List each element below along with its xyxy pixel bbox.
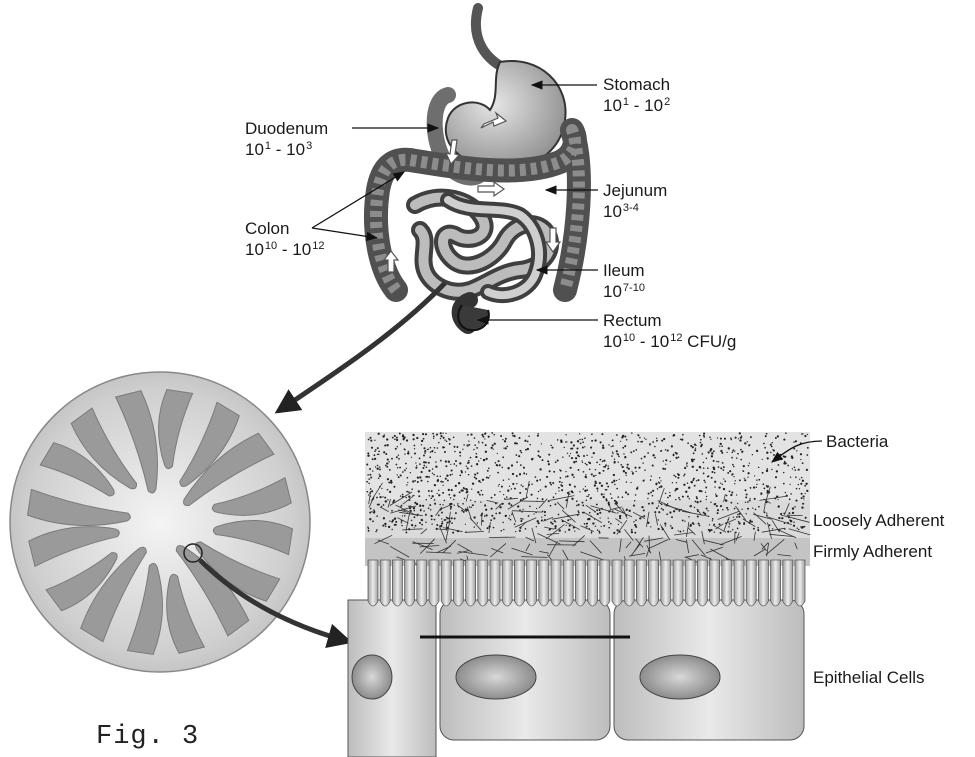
microvillus <box>649 560 659 606</box>
microvillus <box>392 560 402 606</box>
microvillus <box>514 560 524 606</box>
microvillus <box>429 560 439 606</box>
microvillus <box>722 560 732 606</box>
microvillus <box>710 560 720 606</box>
microvillus <box>466 560 476 606</box>
microvillus <box>783 560 793 606</box>
label-stomach: Stomach 101 - 102 <box>603 74 670 119</box>
microvillus <box>405 560 415 606</box>
microvillus <box>624 560 634 606</box>
label-duodenum: Duodenum 101 - 103 <box>245 118 328 163</box>
microvillus <box>502 560 512 606</box>
intestine-cross-section <box>10 372 310 672</box>
label-jejunum: Jejunum 103-4 <box>603 180 667 225</box>
label-loosely-adherent: Loosely Adherent <box>813 510 944 531</box>
microvillus <box>575 560 585 606</box>
microvillus <box>746 560 756 606</box>
microvillus <box>368 560 378 606</box>
microvillus <box>417 560 427 606</box>
microvilli <box>368 560 805 606</box>
microvillus <box>673 560 683 606</box>
microvillus <box>588 560 598 606</box>
label-epithelial-cells: Epithelial Cells <box>813 667 925 688</box>
microvillus <box>478 560 488 606</box>
stomach-shape <box>446 61 566 168</box>
microvillus <box>441 560 451 606</box>
label-rectum: Rectum 1010 - 1012 CFU/g <box>603 310 736 355</box>
mucosa-detail <box>348 432 810 757</box>
microvillus <box>734 560 744 606</box>
microvillus <box>771 560 781 606</box>
microvillus <box>527 560 537 606</box>
microvillus <box>697 560 707 606</box>
label-bacteria: Bacteria <box>826 431 888 452</box>
microvillus <box>758 560 768 606</box>
rectum-shape <box>458 305 489 330</box>
label-ileum: Ileum 107-10 <box>603 260 645 305</box>
small-intestine-coils <box>415 198 550 326</box>
label-colon: Colon 1010 - 1012 <box>245 218 324 263</box>
microvillus <box>795 560 805 606</box>
microvillus <box>539 560 549 606</box>
microvillus <box>563 560 573 606</box>
microvillus <box>380 560 390 606</box>
microvillus <box>453 560 463 606</box>
gi-tract-illustration <box>376 8 579 330</box>
microvillus <box>490 560 500 606</box>
connector-arrow-1 <box>283 283 445 408</box>
microvillus <box>661 560 671 606</box>
microvillus <box>636 560 646 606</box>
microvillus <box>612 560 622 606</box>
figure-label: Fig. 3 <box>96 722 199 752</box>
microvillus <box>685 560 695 606</box>
microvillus <box>551 560 561 606</box>
label-firmly-adherent: Firmly Adherent <box>813 541 932 562</box>
epithelial-cells <box>348 600 804 757</box>
microvillus <box>600 560 610 606</box>
